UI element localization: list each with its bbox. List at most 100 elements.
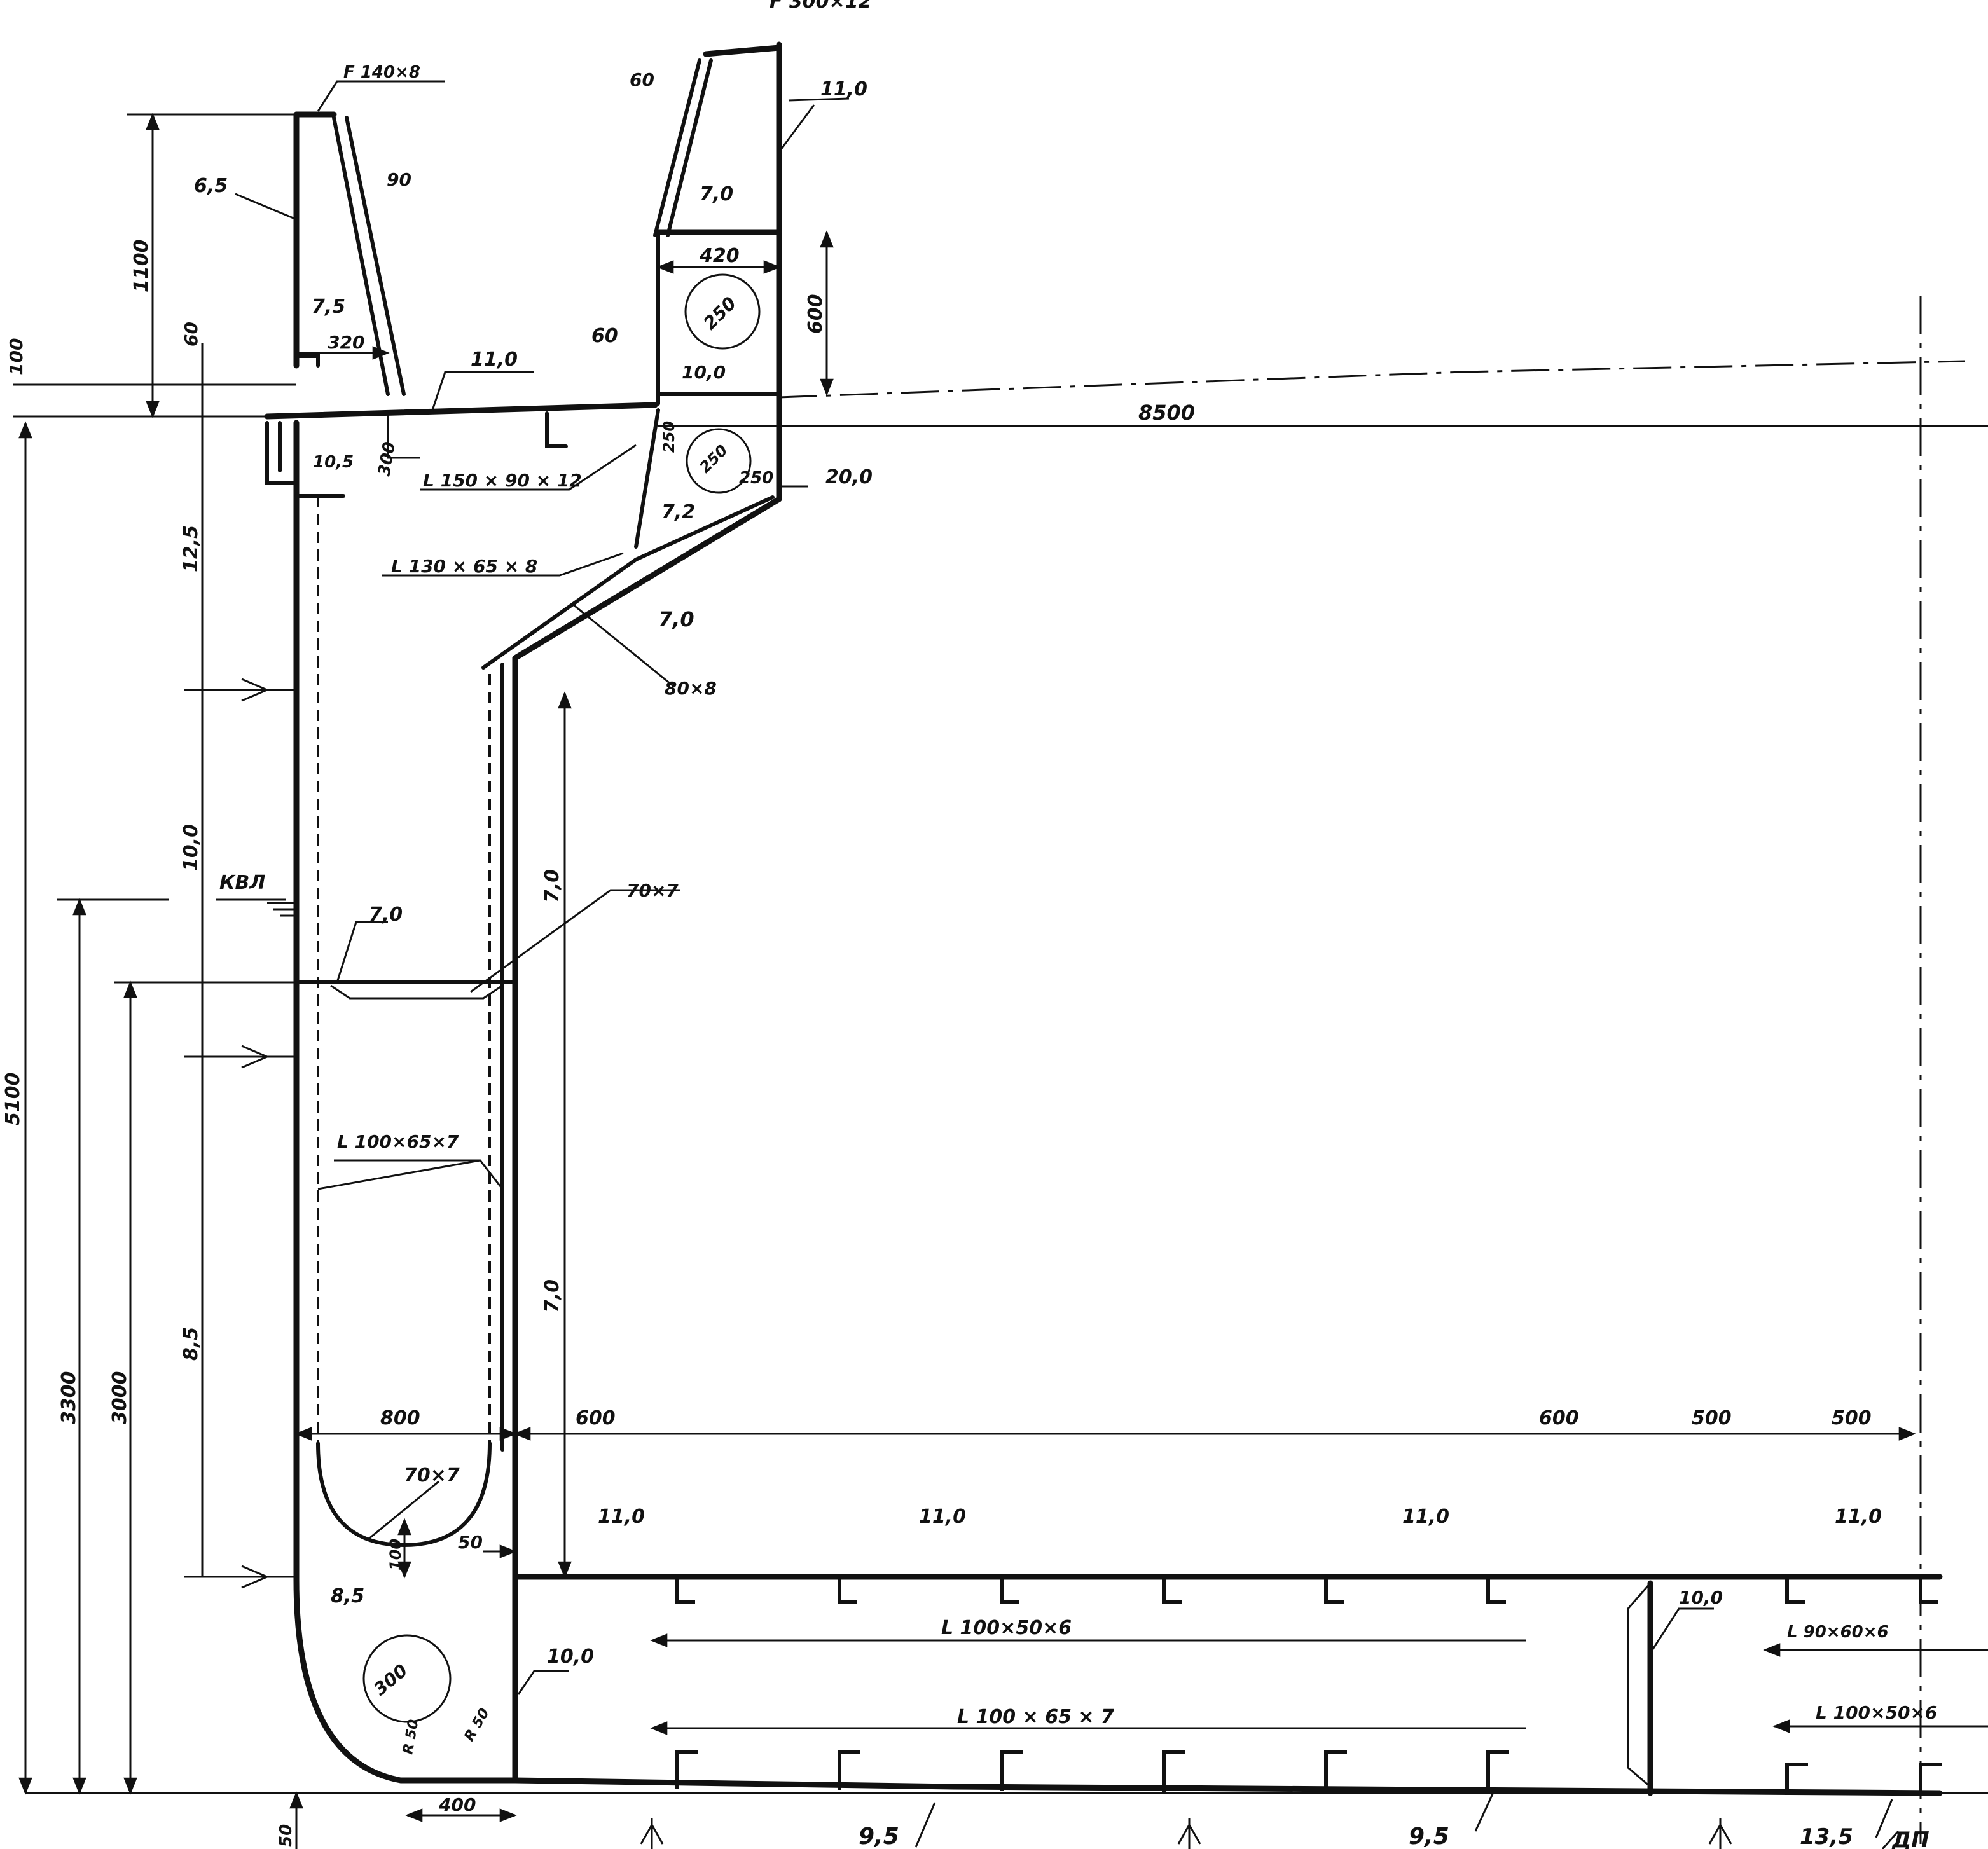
thk-bottom-3: 11,0 <box>1402 1506 1449 1528</box>
dim-height-300: 300 <box>375 441 399 478</box>
side-girder-bevel <box>1627 1583 1652 1788</box>
dim-depth: 5100 <box>2 1073 24 1126</box>
thk-sheer: 10,5 <box>313 453 354 472</box>
thk-shell-1: 9,5 <box>859 1824 899 1849</box>
dim-250-v: 250 <box>660 421 678 453</box>
dim-3300: 3300 <box>58 1371 80 1425</box>
label-centerline: ДП <box>1891 1827 1929 1849</box>
deck-camber-line <box>778 360 1966 399</box>
stringer-flange <box>330 984 503 1000</box>
thk-deck-corner: 20,0 <box>825 466 873 488</box>
dim-width-420: 420 <box>699 245 740 267</box>
dim-half-breadth: 8500 <box>1138 401 1195 425</box>
coaming-stay <box>653 58 713 237</box>
thk-bottom-4: 11,0 <box>1835 1506 1882 1528</box>
sheer-strake-box <box>265 421 298 485</box>
thk-bulwark: 6,5 <box>194 175 228 197</box>
section-cut-5 <box>1177 1818 1201 1849</box>
prof-cl-lower: L 100×50×6 <box>1816 1702 1937 1723</box>
waterline-mark <box>216 898 296 917</box>
dim-width-320: 320 <box>328 332 364 353</box>
thk-keel: 13,5 <box>1800 1824 1853 1849</box>
prof-bottom-lower: L 100 × 65 × 7 <box>957 1706 1114 1728</box>
thk-inner-upper: 7,0 <box>541 869 563 903</box>
dim-radius-1: R 50 <box>400 1718 422 1756</box>
dim-gap-50: 50 <box>458 1532 483 1553</box>
main-deck <box>264 402 658 420</box>
dim-coaming-60-top: 60 <box>630 69 654 90</box>
dim-250-h: 250 <box>739 469 773 488</box>
prof-cl-upper: L 90×60×6 <box>1787 1623 1889 1642</box>
dim-height-600: 600 <box>804 294 827 334</box>
dim-800: 800 <box>380 1407 420 1429</box>
prof-stringer-bar: 70×7 <box>626 880 679 901</box>
tank-top-longitudinals <box>675 1575 1938 1604</box>
coaming-top-bar <box>703 45 782 57</box>
section-cut-6 <box>1708 1818 1732 1849</box>
label-top-partial: F 300×12 <box>770 0 871 13</box>
dim-gap-100: 100 <box>6 338 27 375</box>
thk-slope: 7,0 <box>658 607 694 631</box>
thk-bilge: 8,5 <box>331 1585 364 1607</box>
thk-bottom-1: 11,0 <box>598 1506 645 1528</box>
dim-hole-250-b: 250 <box>696 441 731 476</box>
dim-hole-300: 300 <box>369 1660 411 1700</box>
thk-side-lower: 8,5 <box>180 1327 202 1361</box>
section-cut-4 <box>640 1818 664 1849</box>
dim-3000: 3000 <box>109 1371 131 1425</box>
label-waterline: КВЛ <box>219 872 265 894</box>
thk-coaming-lower: 10,0 <box>682 362 726 383</box>
dim-bottom-500-a: 500 <box>1692 1407 1732 1429</box>
dim-bottom-600-a: 600 <box>576 1407 616 1429</box>
thk-coaming-mid: 7,0 <box>700 183 733 205</box>
dim-base-50: 50 <box>277 1824 296 1847</box>
thk-bulwark-lower: 7,5 <box>312 296 345 318</box>
dim-bottom-600-b: 600 <box>1539 1407 1579 1429</box>
thk-brace: 7,2 <box>661 501 695 523</box>
dim-height-100: 100 <box>387 1539 404 1571</box>
thk-deck-stringer: 11,0 <box>471 348 518 371</box>
section-cut-2 <box>184 1045 296 1069</box>
prof-slope-angle: L 130 × 65 × 8 <box>391 556 537 577</box>
dim-bottom-500-b: 500 <box>1832 1407 1872 1429</box>
dim-hole-250-a: 250 <box>700 292 741 334</box>
prof-bilge-bar: 70×7 <box>404 1464 460 1487</box>
prof-bulwark-bar: F 140×8 <box>343 63 420 82</box>
dim-400: 400 <box>438 1794 476 1815</box>
thk-stringer: 7,0 <box>369 904 403 926</box>
thk-inner-lower: 7,0 <box>541 1279 563 1313</box>
thk-side-mid: 10,0 <box>180 824 202 871</box>
deck-longitudinal <box>545 411 568 448</box>
dim-coaming-60-side: 60 <box>591 325 618 347</box>
prof-frame-angle: L 100×65×7 <box>337 1131 459 1152</box>
bilge-hole <box>362 1634 452 1723</box>
section-cut-3 <box>184 1565 296 1589</box>
thk-shell-2: 9,5 <box>1409 1824 1449 1849</box>
prof-bottom-upper: L 100×50×6 <box>941 1617 1072 1639</box>
deck-bracket <box>387 413 420 459</box>
thk-floor: 10,0 <box>547 1646 594 1668</box>
hopper-slope-face <box>481 495 775 670</box>
prof-slope-bar: 80×8 <box>665 678 717 699</box>
thk-bottom-2: 11,0 <box>919 1506 966 1528</box>
corner-hole <box>686 428 752 494</box>
prof-deck-angle: L 150 × 90 × 12 <box>423 470 582 491</box>
section-cut-1 <box>184 678 296 702</box>
bottom-shell-longitudinals <box>675 1750 1942 1795</box>
coaming-hole <box>684 273 761 350</box>
dim-bar-90: 90 <box>387 169 411 190</box>
dimension-lines <box>13 80 1988 1849</box>
corner-brace <box>634 408 660 549</box>
leaders <box>235 80 1900 1849</box>
dim-gap-60: 60 <box>181 322 202 347</box>
side-shell <box>293 420 518 1784</box>
thk-side-upper: 12,5 <box>180 525 202 572</box>
bottom-shell <box>512 1777 1943 1796</box>
bulwark-foot <box>294 354 320 368</box>
labels: F 300×12 КВЛ ДП 6,5 7,5 11,0 7,0 10,0 11… <box>2 0 1937 1849</box>
dim-radius-2: R 50 <box>462 1706 493 1744</box>
hopper-slope <box>512 496 782 661</box>
thk-keelson: 10,0 <box>1679 1587 1723 1608</box>
dim-bulwark-height: 1100 <box>130 240 153 293</box>
